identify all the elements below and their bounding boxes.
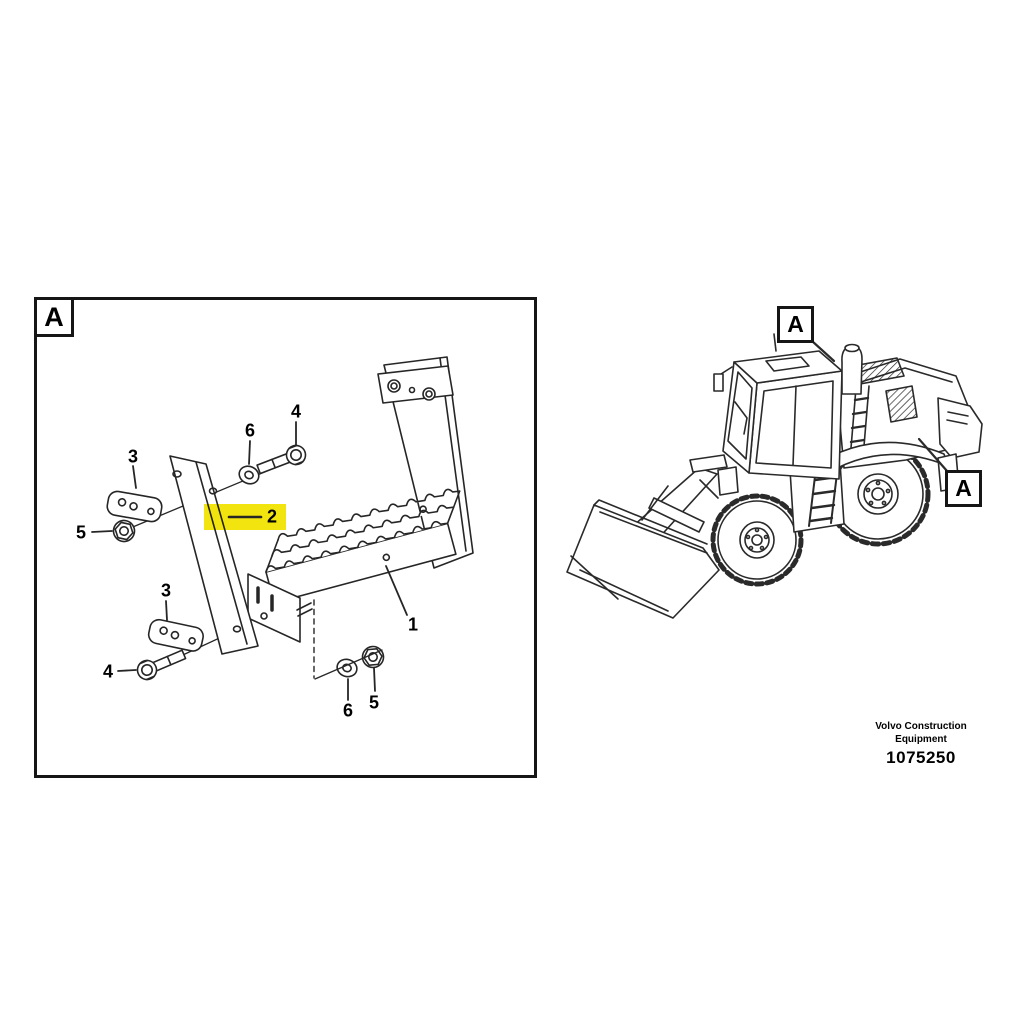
- exhaust-stack: [841, 343, 863, 395]
- step-tread: [265, 488, 461, 604]
- front-wheel: [710, 493, 804, 587]
- callout-2-bracket-highlighted[interactable]: 2: [266, 506, 278, 527]
- company-name-line2: Equipment: [895, 733, 947, 745]
- plate-3-upper: [106, 490, 163, 523]
- plate-3-lower: [147, 618, 204, 652]
- rear-wheel: [825, 441, 931, 547]
- machine-detail-label-top-text: A: [787, 311, 804, 337]
- step-left-bracket: [169, 455, 259, 655]
- bolt-4-lower: [136, 649, 187, 681]
- step-end-cap: [247, 573, 313, 643]
- detail-a-top-leader: [810, 339, 836, 363]
- company-name-line1: Volvo Construction: [875, 721, 967, 732]
- detail-view-frame: [34, 297, 537, 778]
- callout-3-upper-plate[interactable]: 3: [127, 446, 139, 467]
- bolt-4-upper: [256, 444, 307, 475]
- lower-stud-axis-line: [314, 649, 383, 680]
- washer-6-upper: [238, 465, 260, 485]
- step-exploded-drawing: [91, 356, 474, 701]
- callout-6-upper-washer[interactable]: 6: [244, 420, 256, 441]
- callout-1-step-assembly[interactable]: 1: [407, 614, 419, 635]
- callout-4-lower-bolt[interactable]: 4: [102, 661, 114, 682]
- callout-6-lower-washer[interactable]: 6: [342, 700, 354, 721]
- callout-leader-lines: [91, 421, 408, 701]
- callout-4-upper-bolt[interactable]: 4: [290, 401, 302, 422]
- machine-detail-label-top: A: [777, 306, 814, 343]
- bucket: [566, 499, 720, 619]
- figure-footer: Volvo Construction Equipment 1075250: [851, 721, 991, 768]
- callout-3-lower-plate[interactable]: 3: [160, 580, 172, 601]
- detail-view-label: A: [34, 297, 74, 337]
- callout-5-upper-nut[interactable]: 5: [75, 522, 87, 543]
- nut-5-upper: [112, 519, 136, 543]
- wheel-loader-drawing: [566, 333, 983, 619]
- rear-counterweight: [937, 397, 983, 459]
- detail-view-label-text: A: [44, 301, 64, 332]
- machine-detail-label-rear-text: A: [955, 475, 972, 501]
- cab: [713, 333, 843, 480]
- machine-detail-label-rear: A: [945, 470, 982, 507]
- detail-a-rear-leader: [917, 437, 949, 473]
- engine-hood: [835, 357, 969, 469]
- callout-5-lower-nut[interactable]: 5: [368, 692, 380, 713]
- figure-number: 1075250: [886, 748, 956, 767]
